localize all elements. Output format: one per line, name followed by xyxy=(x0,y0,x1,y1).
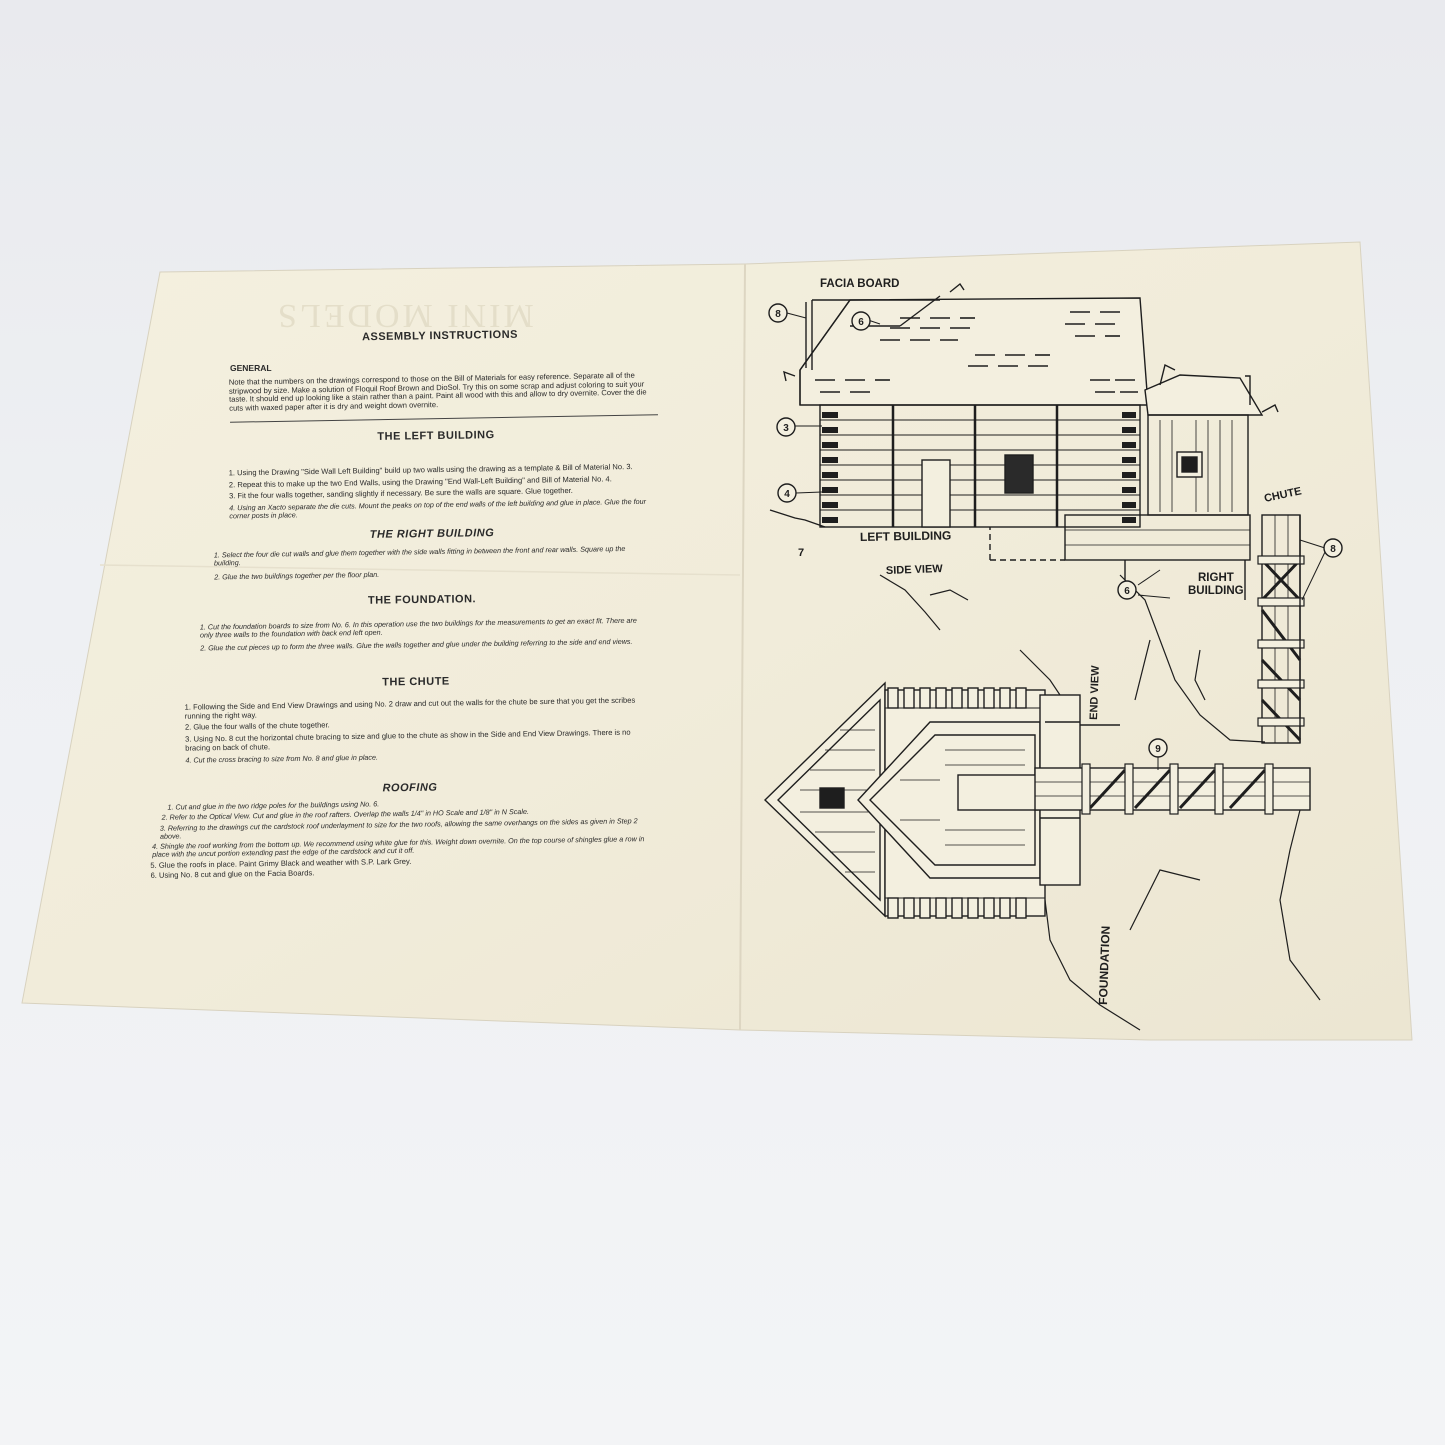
label-right-building-2: BUILDING xyxy=(1188,585,1244,597)
callout-number: 9 xyxy=(1155,744,1161,755)
general-heading: GENERAL xyxy=(230,363,272,373)
callout-8-chute xyxy=(1323,538,1343,558)
callout-number: 4 xyxy=(784,489,790,500)
callout-6-top xyxy=(851,311,871,331)
terrain-lines xyxy=(879,574,1321,1031)
label-left-building: LEFT BUILDING xyxy=(860,528,952,544)
horizontal-fold xyxy=(99,564,741,576)
callout-9 xyxy=(1148,738,1168,758)
label-chute: CHUTE xyxy=(1263,485,1303,505)
callout-8-top xyxy=(768,303,788,323)
label-right-building-1: RIGHT xyxy=(1198,572,1234,584)
left-building-drawing xyxy=(769,282,1149,528)
label-side-view: SIDE VIEW xyxy=(886,563,944,577)
callout-number: 3 xyxy=(783,423,789,434)
callout-number: 6 xyxy=(1124,586,1130,597)
label-end-view: END VIEW xyxy=(1088,665,1102,720)
callout-4 xyxy=(777,483,797,503)
leader-lines xyxy=(786,312,1326,770)
end-view-drawing xyxy=(763,681,1311,919)
label-foundation: FOUNDATION xyxy=(1096,926,1113,1006)
callout-3 xyxy=(776,417,796,437)
callout-6-bottom xyxy=(1117,580,1137,600)
label-facia-board: FACIA BOARD xyxy=(820,278,899,290)
center-fold xyxy=(739,263,746,1031)
callout-number: 8 xyxy=(775,309,781,320)
chute-drawing xyxy=(1257,514,1305,744)
page-number: 7 xyxy=(798,547,804,559)
callout-number: 6 xyxy=(858,317,864,328)
callout-number: 8 xyxy=(1330,544,1336,555)
right-building-drawing xyxy=(989,363,1279,600)
